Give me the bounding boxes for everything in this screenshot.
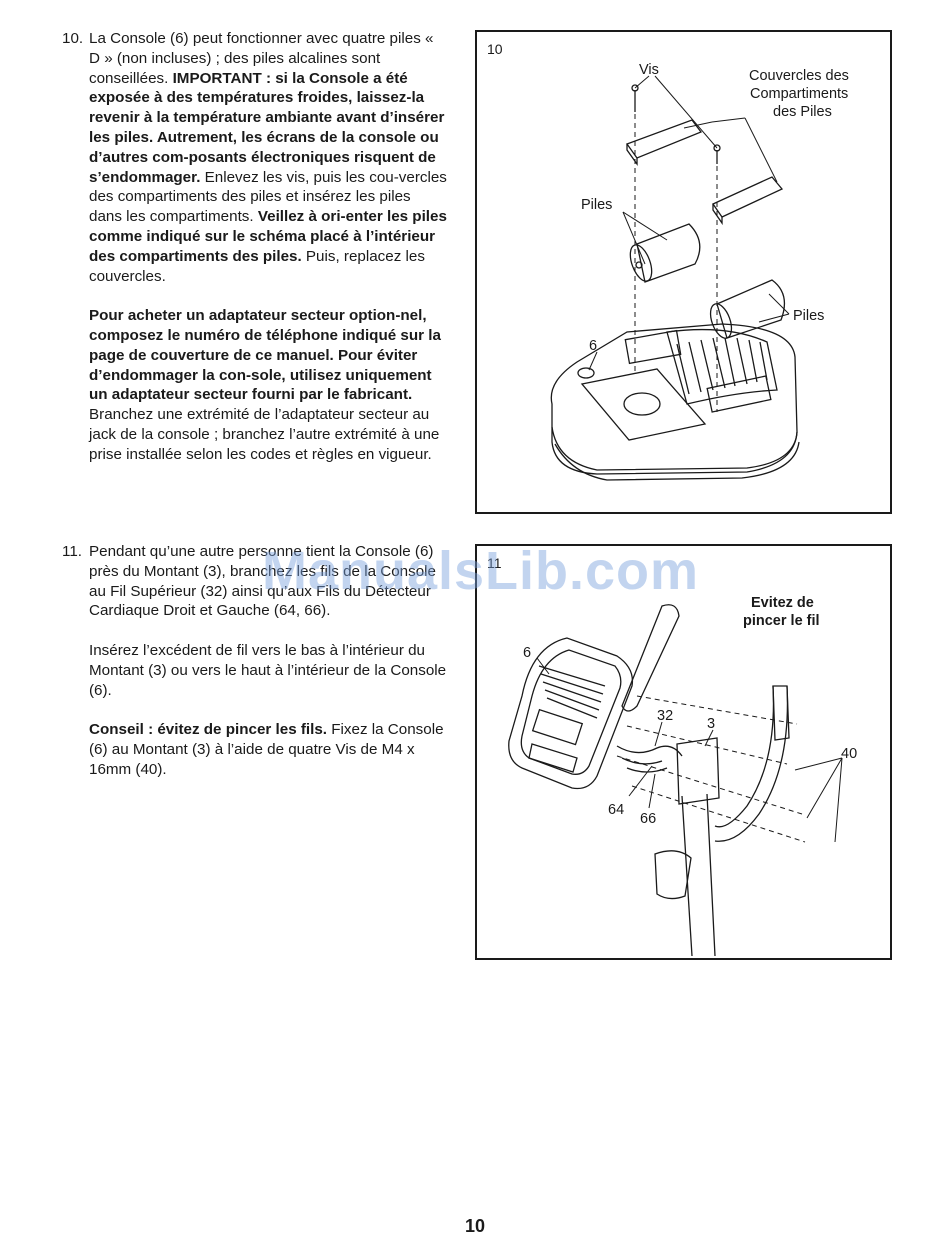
console: [508, 637, 634, 790]
step-number: 10.: [62, 30, 84, 47]
step-11-paragraph-3: Conseil : évitez de pincer les fils. Fix…: [89, 721, 444, 778]
note-line-1: Evitez de: [751, 595, 814, 611]
label-piles-right: Piles: [793, 308, 824, 324]
label-part-3: 3: [707, 716, 715, 732]
label-covers-1: Couvercles des: [749, 68, 849, 84]
battery-right: [709, 279, 786, 339]
console-base: [550, 323, 798, 475]
figure-number: 11: [487, 555, 502, 571]
battery-left: [629, 223, 701, 283]
step-11-paragraph-2: Insérez l’excédent de fil vers le bas à …: [89, 641, 447, 699]
figure-number: 10: [487, 41, 503, 57]
page-number: 10: [464, 1216, 486, 1236]
label-part-6: 6: [523, 645, 531, 661]
label-part-40: 40: [841, 746, 857, 762]
label-part-64: 64: [608, 802, 624, 818]
battery-cover-right: [712, 176, 784, 218]
battery-cover-left: [625, 119, 703, 159]
handlebar: [714, 685, 789, 842]
label-covers-2: Compartiments: [750, 86, 848, 102]
label-covers-3: des Piles: [773, 104, 832, 120]
watermark: ManualsLib.com: [262, 541, 700, 601]
step-11: 11. Pendant qu’une autre personne tient …: [62, 542, 447, 799]
step-10-paragraph-1: La Console (6) peut fonctionner avec qua…: [89, 30, 447, 285]
battery-diagram: Vis Couvercles des Compartiments des Pil…: [550, 62, 849, 481]
label-part-66: 66: [640, 811, 656, 827]
upright: [681, 793, 716, 957]
figure-10: 10: [475, 30, 892, 514]
note-line-2: pincer le fil: [743, 613, 820, 629]
console-mount-diagram: Evitez de pincer le fil 6 32 3 40 64 66: [508, 595, 857, 957]
step-10-paragraph-2: Pour acheter un adaptateur secteur optio…: [89, 307, 441, 463]
step-number: 11.: [62, 543, 82, 560]
step-10: 10. La Console (6) peut fonctionner avec…: [62, 29, 447, 484]
label-part-6: 6: [589, 338, 597, 354]
label-vis: Vis: [639, 62, 659, 78]
label-piles-left: Piles: [581, 197, 612, 213]
label-part-32: 32: [657, 708, 673, 724]
figure-11: 11: [475, 544, 892, 960]
step-11-paragraph-1: Pendant qu’une autre personne tient la C…: [89, 543, 436, 620]
